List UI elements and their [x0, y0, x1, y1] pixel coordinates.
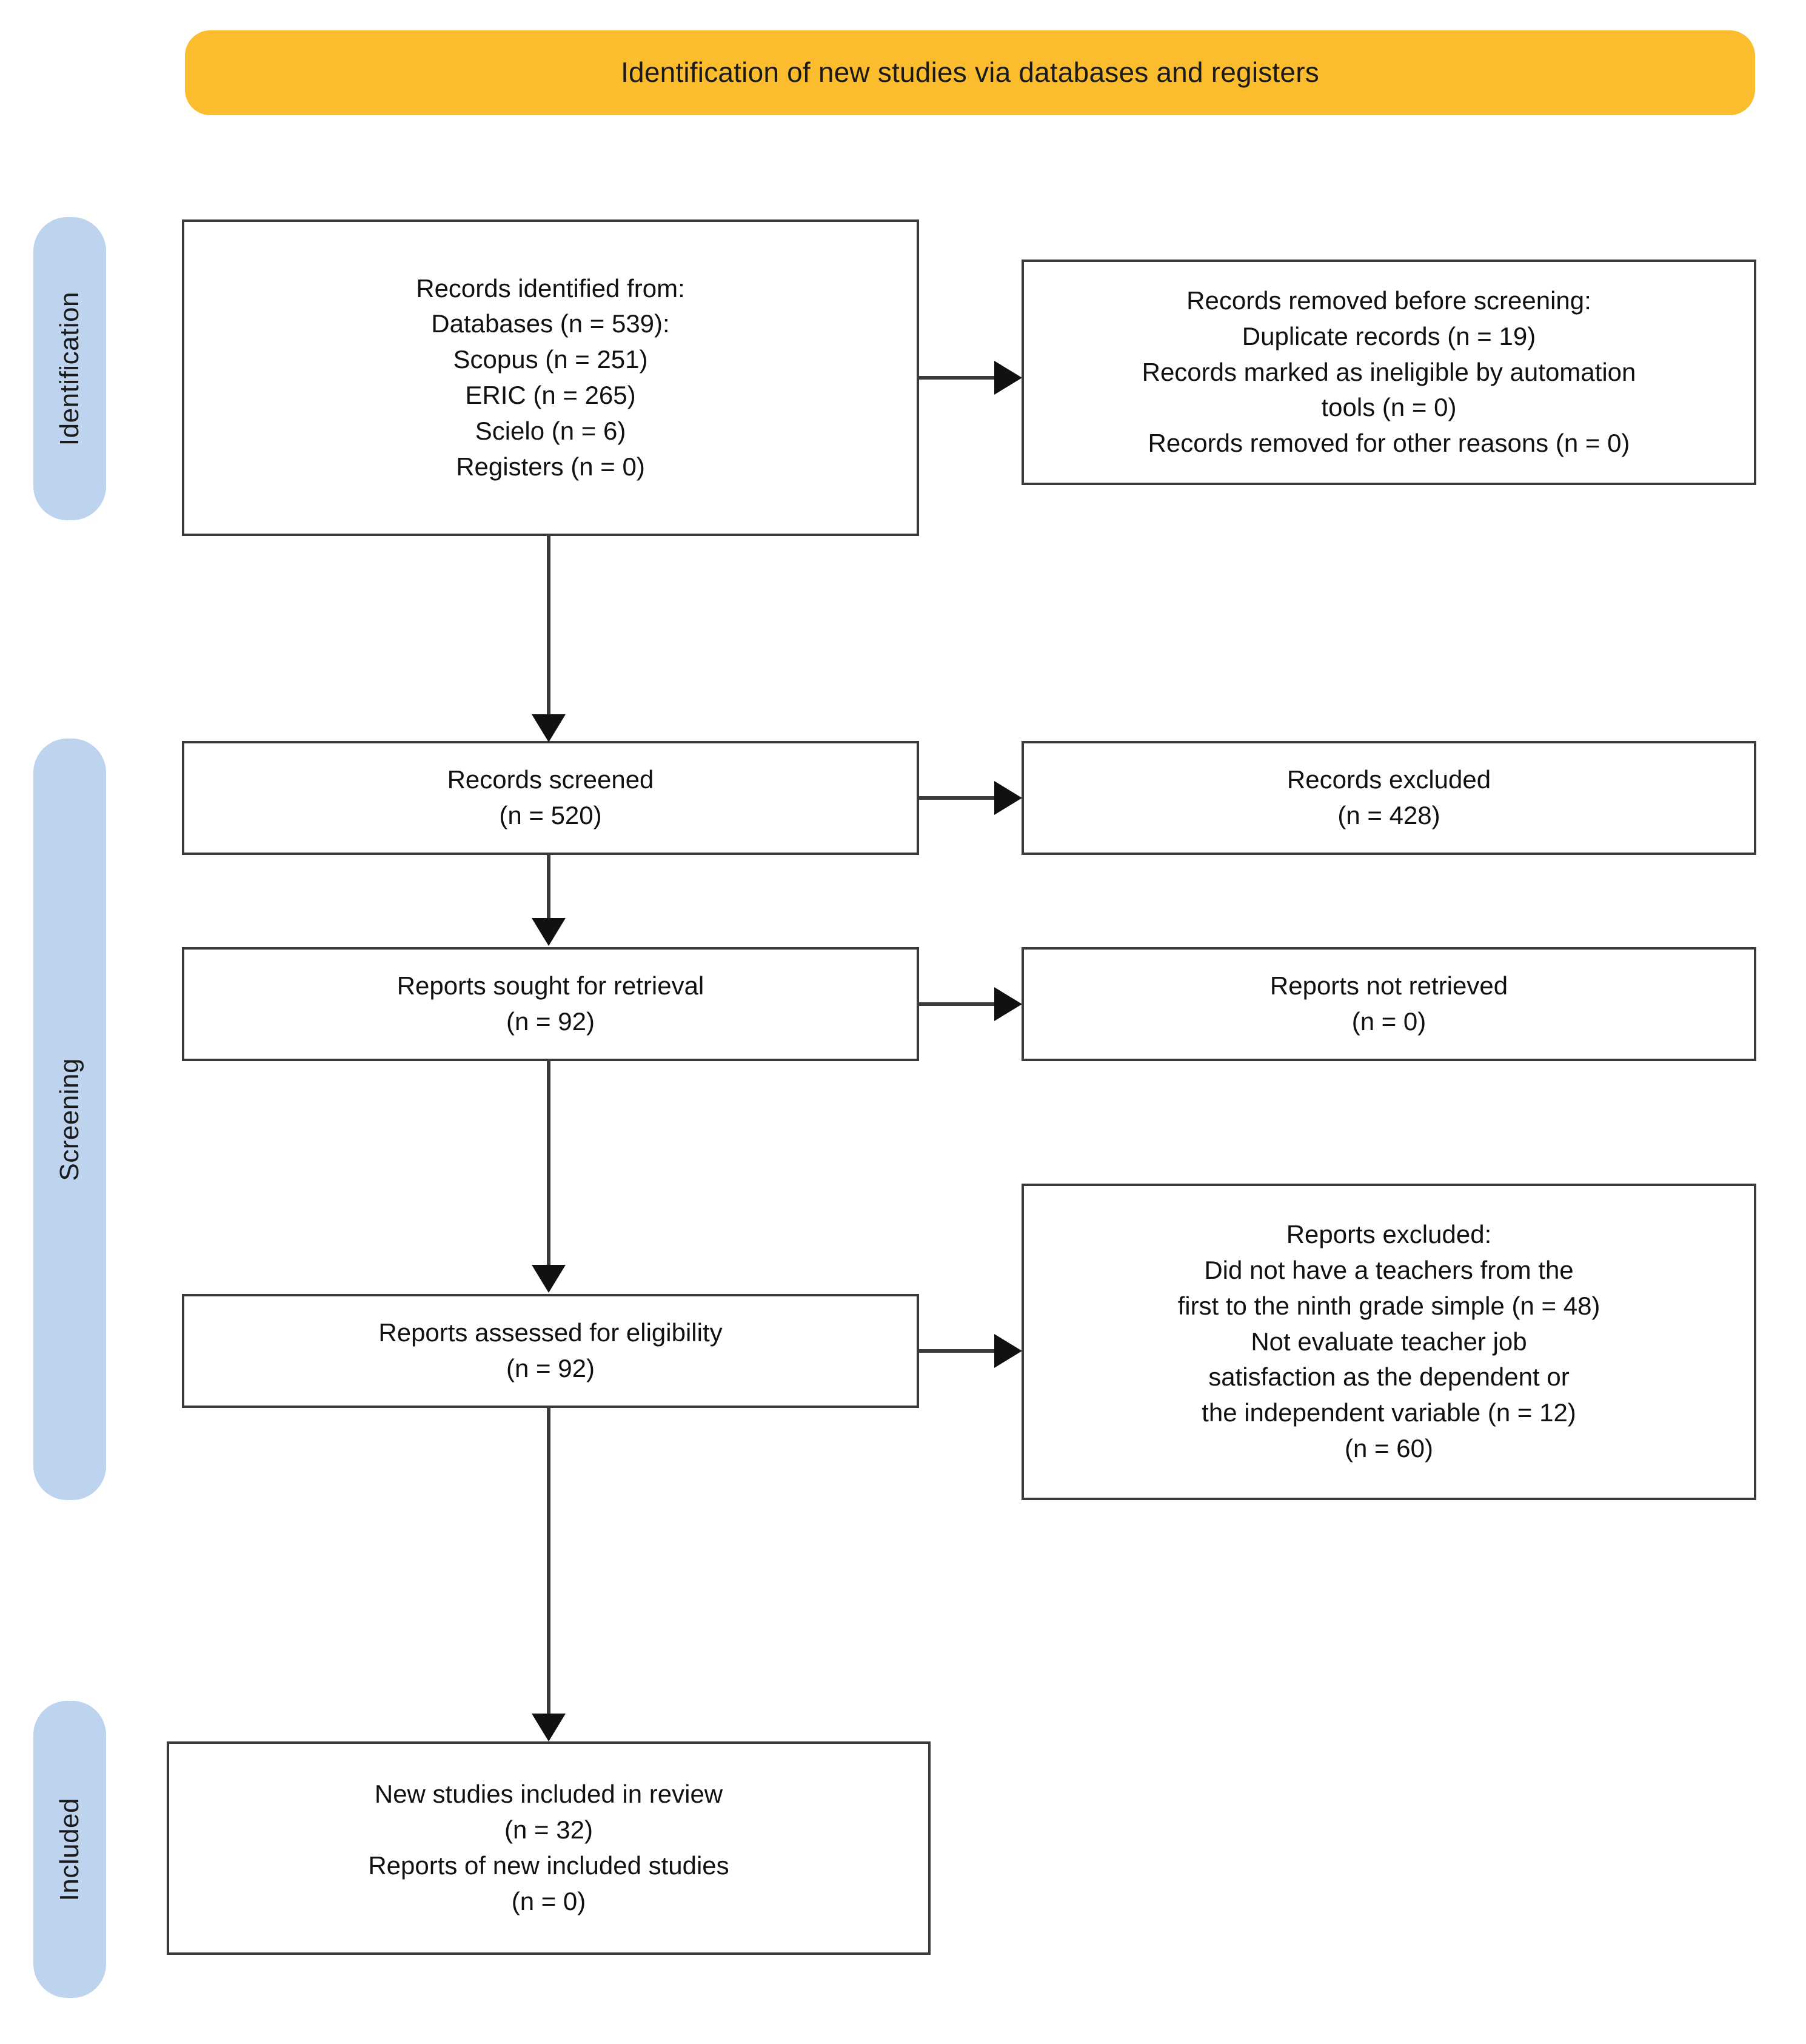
stage-label-screening-text: Screening: [55, 1057, 84, 1181]
connector-identified-to-screened: [547, 536, 550, 718]
box-records-screened-text: Records screened (n = 520): [447, 765, 654, 829]
connector-assessed-to-reports-excluded: [919, 1349, 998, 1353]
box-records-excluded: Records excluded (n = 428): [1022, 741, 1756, 855]
arrow-right-icon-assessed-to-reports-excluded: [994, 1334, 1022, 1368]
arrow-right-icon-sought-to-not-retrieved: [994, 987, 1022, 1021]
arrow-down-icon-sought-to-assessed: [532, 1265, 566, 1293]
arrow-down-icon-assessed-to-included: [532, 1714, 566, 1741]
box-reports-sought-for-retrieval-text: Reports sought for retrieval (n = 92): [396, 971, 704, 1036]
box-records-identified: Records identified from: Databases (n = …: [182, 219, 919, 536]
diagram-header-title: Identification of new studies via databa…: [621, 56, 1319, 89]
stage-label-identification-text: Identification: [55, 291, 84, 446]
connector-sought-to-assessed: [547, 1061, 550, 1267]
box-records-removed-before-screening: Records removed before screening: Duplic…: [1022, 260, 1756, 485]
stage-label-screening: Screening: [33, 739, 106, 1500]
connector-identified-to-removed: [919, 376, 998, 380]
box-records-removed-before-screening-text: Records removed before screening: Duplic…: [1142, 286, 1636, 458]
arrow-down-icon-identified-to-screened: [532, 714, 566, 742]
arrow-down-icon-screened-to-sought: [532, 918, 566, 946]
box-reports-assessed-for-eligibility: Reports assessed for eligibility (n = 92…: [182, 1294, 919, 1408]
box-reports-excluded-text: Reports excluded: Did not have a teacher…: [1177, 1220, 1600, 1463]
arrow-right-icon-screened-to-excluded: [994, 781, 1022, 815]
connector-sought-to-not-retrieved: [919, 1002, 998, 1006]
arrow-right-icon-identified-to-removed: [994, 361, 1022, 395]
stage-label-identification: Identification: [33, 217, 106, 520]
stage-label-included-text: Included: [55, 1797, 84, 1902]
box-reports-assessed-for-eligibility-text: Reports assessed for eligibility (n = 92…: [378, 1318, 723, 1382]
box-records-screened: Records screened (n = 520): [182, 741, 919, 855]
box-reports-excluded: Reports excluded: Did not have a teacher…: [1022, 1184, 1756, 1500]
diagram-header-banner: Identification of new studies via databa…: [185, 30, 1755, 115]
stage-label-included: Included: [33, 1701, 106, 1998]
box-new-studies-included: New studies included in review (n = 32) …: [167, 1741, 931, 1955]
box-reports-sought-for-retrieval: Reports sought for retrieval (n = 92): [182, 947, 919, 1061]
box-records-excluded-text: Records excluded (n = 428): [1286, 765, 1491, 829]
box-reports-not-retrieved-text: Reports not retrieved (n = 0): [1269, 971, 1508, 1036]
connector-screened-to-excluded: [919, 796, 998, 800]
box-new-studies-included-text: New studies included in review (n = 32) …: [368, 1780, 729, 1915]
connector-screened-to-sought: [547, 855, 550, 920]
box-reports-not-retrieved: Reports not retrieved (n = 0): [1022, 947, 1756, 1061]
box-records-identified-text: Records identified from: Databases (n = …: [416, 273, 685, 481]
connector-assessed-to-included: [547, 1408, 550, 1716]
